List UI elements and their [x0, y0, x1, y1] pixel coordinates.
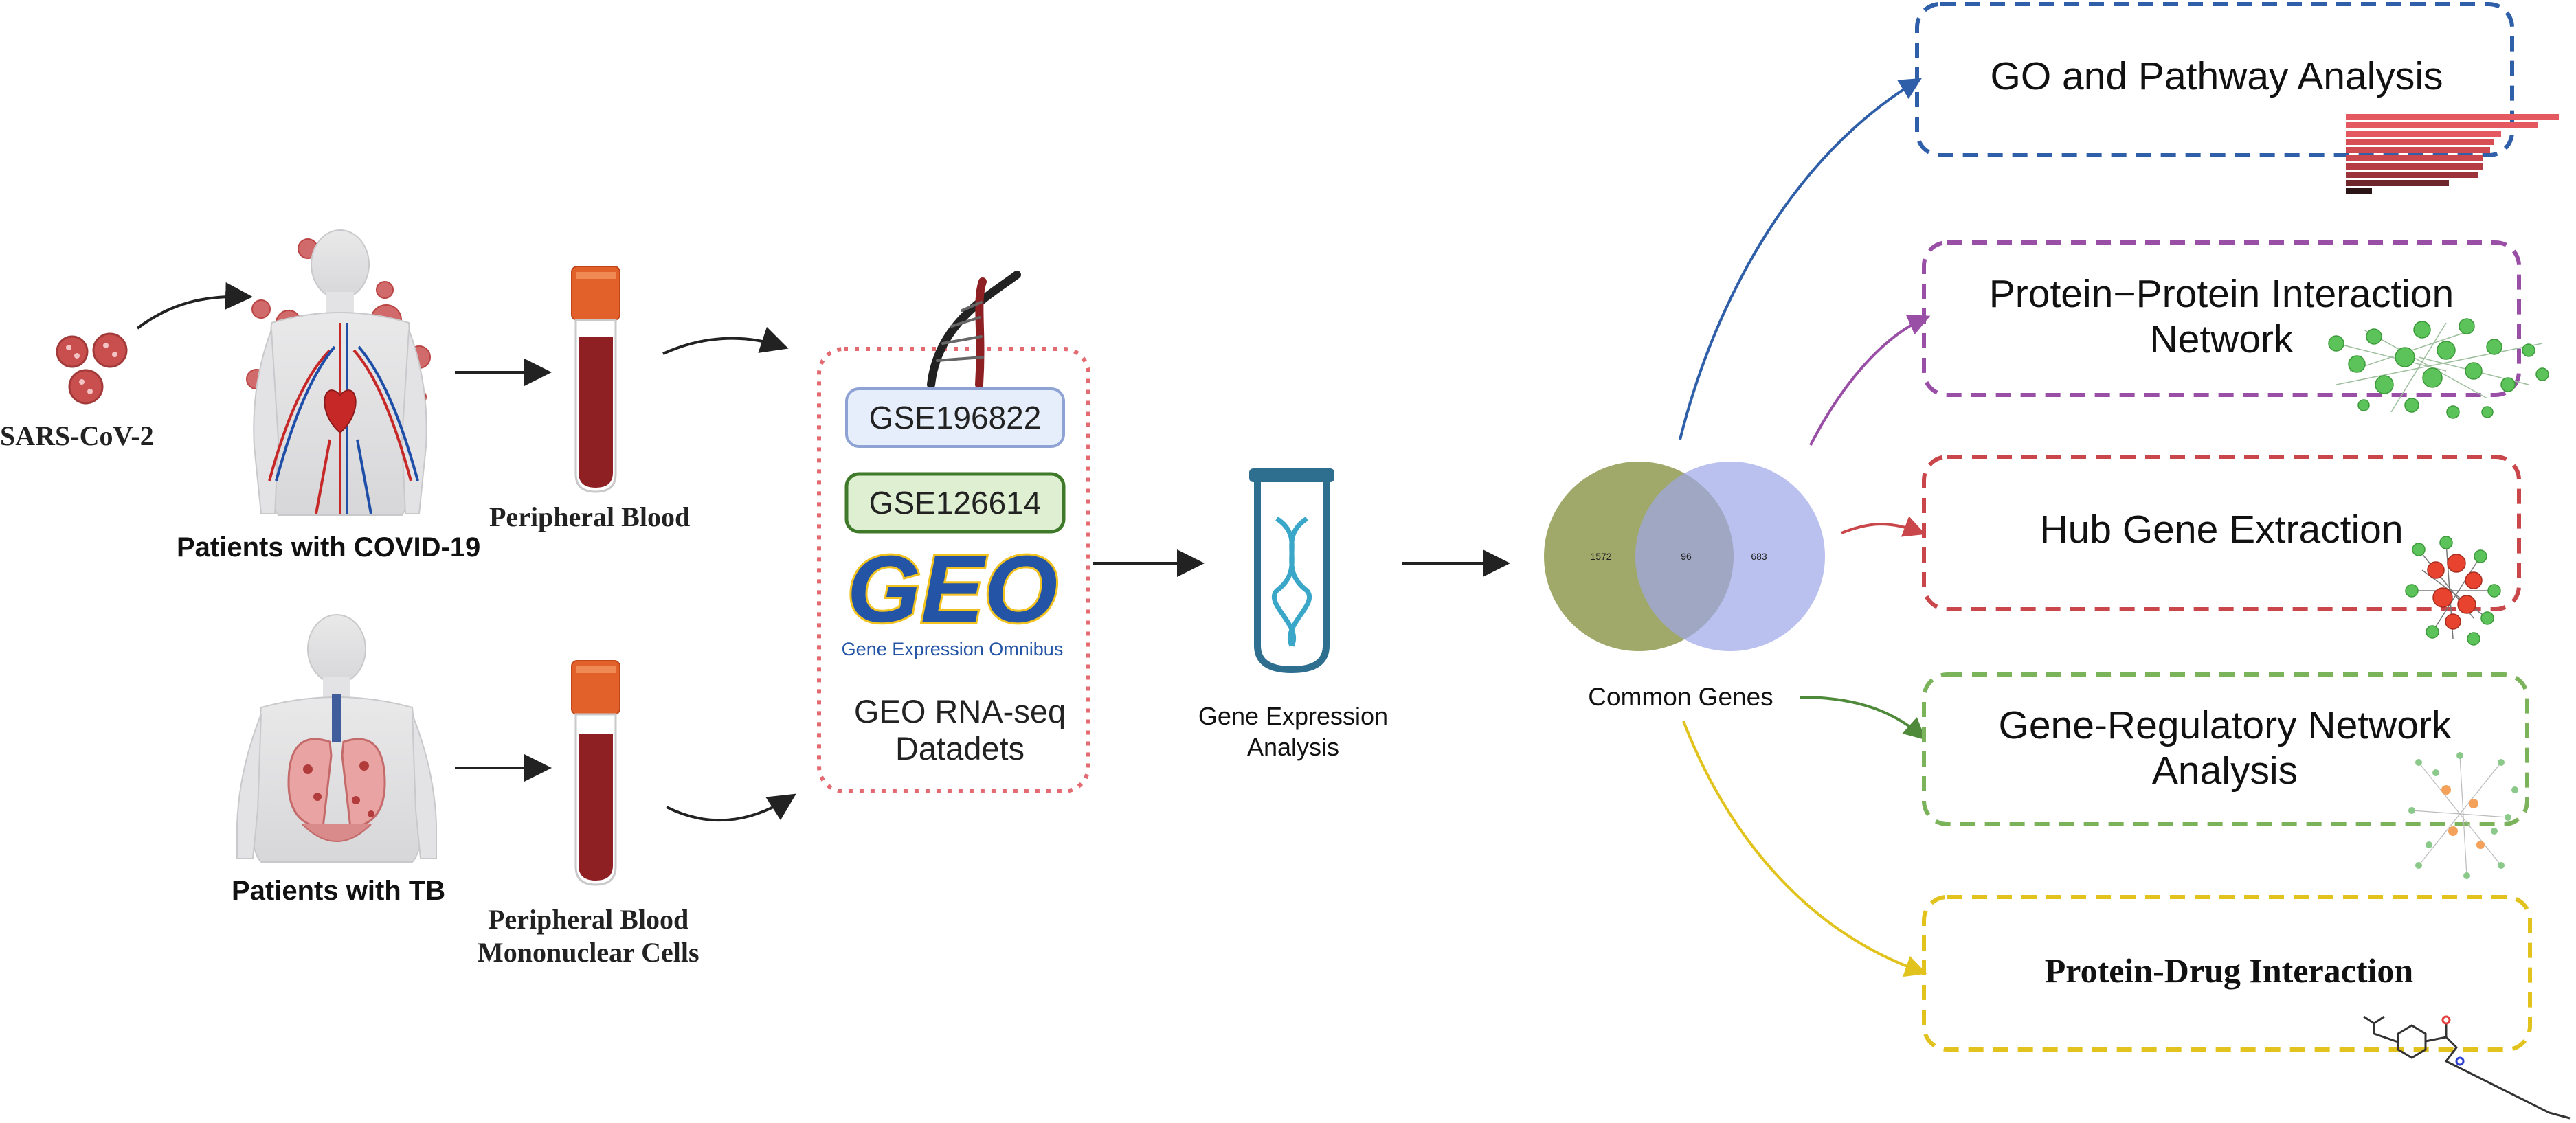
- dataset-gse196822-box: [845, 387, 1065, 448]
- dataset-gse126614-box: [844, 472, 1066, 534]
- drug-interaction-box: [1922, 895, 2532, 1052]
- analysis-label-line2: Analysis: [1247, 733, 1339, 761]
- arrow-to-hub: [1841, 516, 1926, 537]
- venn-right-circle: [1635, 462, 1825, 651]
- go-bar-chart-thumbnail: [2346, 114, 2559, 194]
- hub-network-thumbnail: [2405, 536, 2501, 646]
- common-genes-label: Common Genes: [1588, 683, 1773, 711]
- molecule-structure-icon: [2363, 1015, 2571, 1120]
- pbmc-label-line2: Mononuclear Cells: [478, 937, 699, 968]
- grn-title-line2: Analysis: [2152, 749, 2298, 793]
- arrow-to-ppi: [1809, 314, 1931, 446]
- svg-text:GEO: GEO: [847, 536, 1058, 642]
- patients-covid-label: Patients with COVID-19: [177, 532, 480, 563]
- grn-box: [1922, 672, 2529, 826]
- geo-caption-line1: GEO RNA-seq: [854, 693, 1066, 729]
- svg-text:Gene Expression Omnibus: Gene Expression Omnibus: [842, 639, 1064, 659]
- blood-tube-icon: [571, 266, 620, 493]
- arrow-to-grn: [1800, 696, 1926, 740]
- ppi-network-thumbnail: [2328, 318, 2549, 419]
- covid-patient-icon: [246, 229, 431, 516]
- dataset-gse196822: GSE196822: [869, 400, 1042, 435]
- go-analysis-box: [1915, 2, 2514, 157]
- virus-icon: [56, 332, 128, 405]
- geo-caption-line2: Datadets: [895, 730, 1024, 767]
- test-tube-dna-icon: [1249, 468, 1334, 674]
- blood-tube-icon: [571, 660, 620, 886]
- drug-interaction-title: Protein-Drug Interaction: [2045, 951, 2414, 990]
- ppi-title-line1: Protein−Protein Interaction: [1989, 272, 2454, 316]
- dataset-gse126614: GSE126614: [869, 485, 1042, 521]
- arrow-blood-to-geo: [662, 326, 789, 355]
- grn-network-thumbnail: [2408, 752, 2518, 879]
- venn-right-count: 683: [1751, 551, 1767, 562]
- arrow-to-drug: [1682, 721, 1927, 977]
- geo-logo: GEO Gene Expression Omnibus: [842, 534, 1064, 659]
- geo-datasets-box: [817, 347, 1090, 793]
- tb-patient-icon: [236, 614, 437, 863]
- grn-title-line1: Gene-Regulatory Network: [1999, 703, 2452, 747]
- hub-gene-title: Hub Gene Extraction: [2039, 508, 2403, 552]
- venn-diagram: 1572 96 683: [1544, 462, 1825, 651]
- arrow-to-go: [1679, 78, 1922, 440]
- arrow-virus-to-patient: [136, 282, 253, 330]
- pbmc-label-line1: Peripheral Blood: [488, 904, 688, 935]
- go-analysis-title: GO and Pathway Analysis: [1990, 54, 2443, 98]
- hub-gene-box: [1922, 455, 2521, 611]
- arrow-pbmc-to-geo: [666, 793, 796, 822]
- peripheral-blood-label: Peripheral Blood: [489, 501, 690, 532]
- ppi-title-line2: Network: [2149, 317, 2294, 361]
- analysis-label-line1: Gene Expression: [1198, 702, 1388, 730]
- dna-helix-icon: [927, 271, 1021, 389]
- ppi-network-box: [1922, 240, 2521, 397]
- venn-left-count: 1572: [1590, 551, 1611, 562]
- venn-common-count: 96: [1681, 551, 1692, 562]
- patients-tb-label: Patients with TB: [232, 876, 445, 906]
- sars-cov2-label: SARS-CoV-2: [0, 420, 154, 451]
